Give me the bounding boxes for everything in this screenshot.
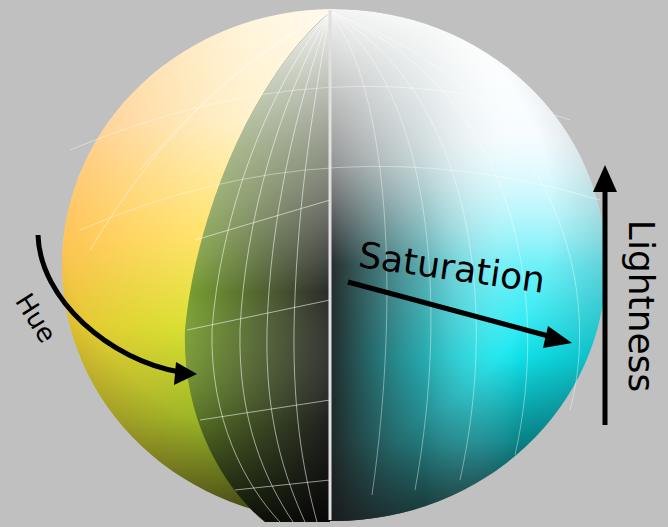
lightness-label: Lightness [623,220,659,392]
hue-label: Hue [11,289,61,347]
